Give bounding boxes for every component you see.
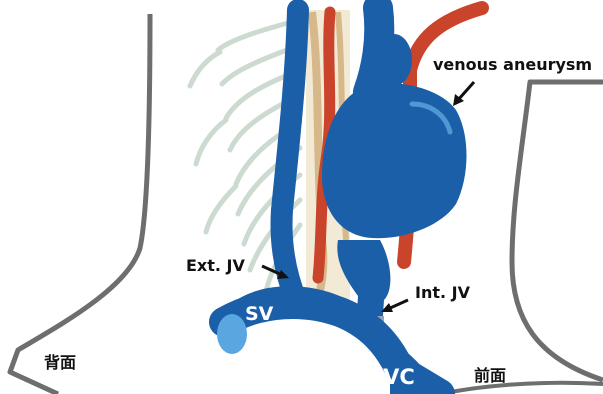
arrow-int-jv (381, 300, 408, 312)
label-int-jv: Int. JV (415, 283, 471, 302)
label-venous-aneurysm: venous aneurysm (433, 55, 592, 74)
body-outline-back (10, 14, 150, 394)
label-front: 前面 (474, 366, 506, 385)
arrow-venous-aneurysm (453, 82, 474, 106)
subclavian-end-cap (217, 314, 247, 354)
venous-aneurysm (322, 83, 467, 238)
label-svc: SVC (368, 365, 415, 389)
label-ext-jv: Ext. JV (186, 256, 246, 275)
label-back: 背面 (44, 353, 76, 372)
upper-bulge (376, 34, 412, 86)
label-sv: SV (245, 303, 274, 325)
body-outline-front (512, 82, 603, 380)
shoulder-outline-front (440, 383, 603, 394)
